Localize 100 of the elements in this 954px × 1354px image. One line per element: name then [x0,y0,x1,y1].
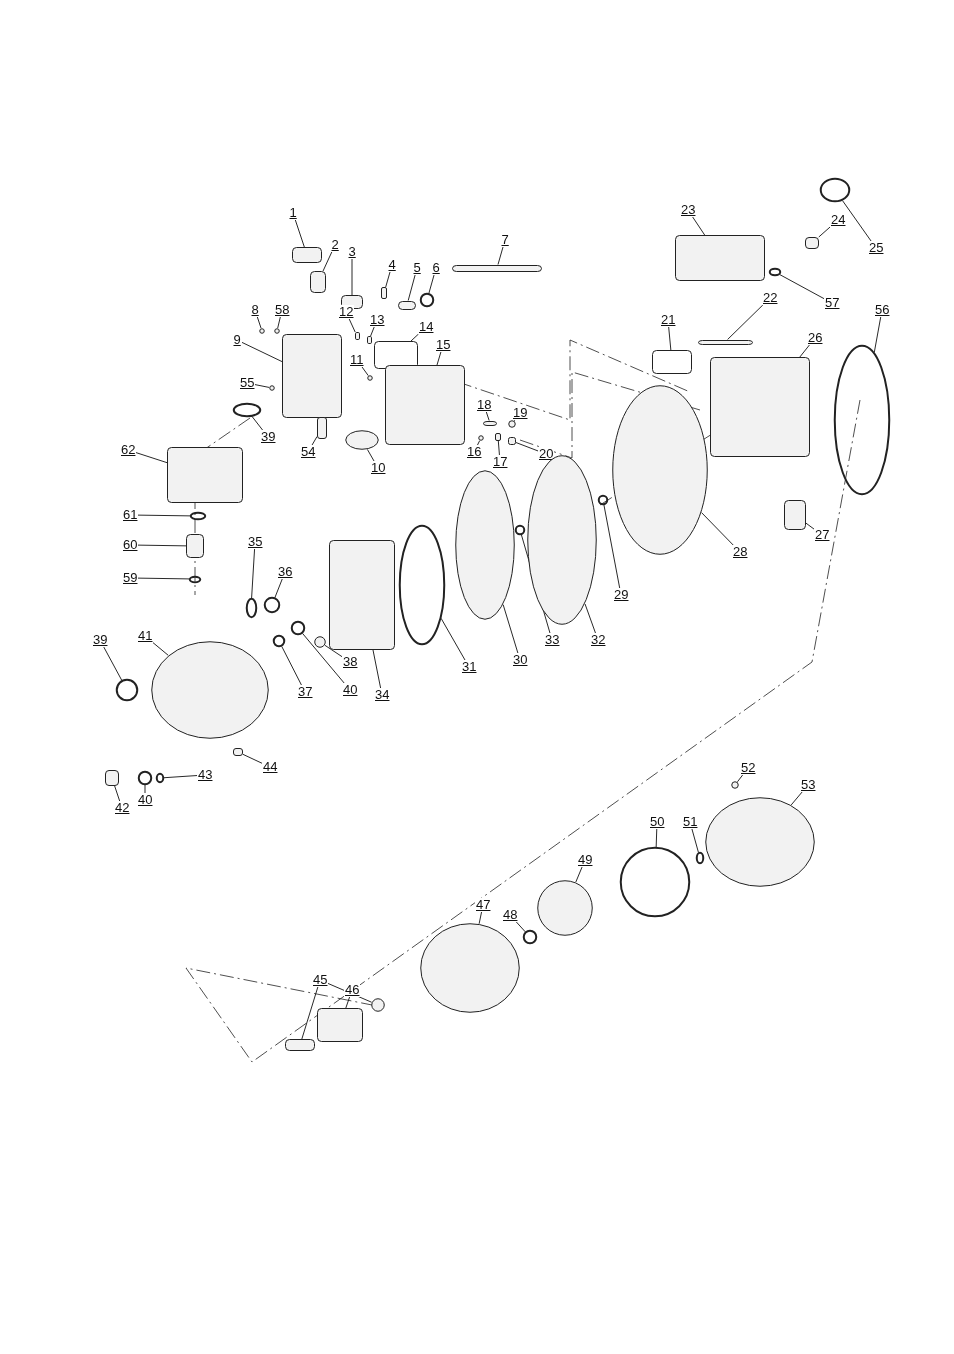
callout-number: 57 [824,296,841,310]
end-shield-drawing [537,880,593,936]
screw-drawing [259,328,265,334]
callout-number: 14 [418,320,435,334]
callout-number: 56 [874,303,891,317]
leader-line [478,911,482,925]
callout-number: 16 [466,445,483,459]
callout-number: 53 [800,778,817,792]
leader-line [345,996,351,1009]
callout-number: 24 [830,213,847,227]
leader-line [137,544,187,547]
terminal-box-drawing [385,365,465,445]
callout-number: 7 [500,233,510,247]
leader-line [348,318,356,333]
wire-connector-drawing [317,417,327,439]
terminal-box-cover-drawing [282,334,342,418]
nut-drawing [508,420,516,428]
washer-drawing [769,268,781,276]
callout-number: 52 [740,761,757,775]
motor-foot-drawing [784,500,806,530]
leader-line [274,578,283,598]
callout-number: 6 [431,261,441,275]
leader-line [114,785,121,802]
cover-plate-drawing [292,247,322,263]
callout-number: 28 [732,545,749,559]
screw-drawing [269,385,275,391]
cap-drawing [233,403,261,417]
leader-line [410,333,419,342]
bearing-drawing [371,998,385,1012]
stator-drawing [420,923,520,1013]
leader-line [135,452,168,464]
flange-drawing [612,385,708,555]
callout-number: 51 [682,815,699,829]
callout-number: 61 [122,508,139,522]
callout-number: 41 [137,629,154,643]
leader-line [477,440,481,446]
handle-drawing [675,235,765,281]
leader-line [366,449,375,462]
callout-number: 38 [342,655,359,669]
leader-line [818,226,831,238]
screw-drawing [367,375,373,381]
leader-line [841,200,872,242]
leader-line [144,784,146,794]
leader-line [575,866,583,883]
leader-line [242,753,263,764]
pump-housing-drawing [151,641,269,739]
leader-line [668,326,672,351]
callout-number: 2 [330,238,340,252]
leader-line [515,921,526,933]
leader-line [241,341,283,363]
seal-drawing [598,495,608,505]
callout-number: 40 [137,793,154,807]
leader-line [799,344,810,358]
leader-line [372,649,382,689]
seal-drawing [314,636,326,648]
screw-drawing [354,332,360,340]
leader-line [251,416,263,431]
seal-ring-drawing [138,771,152,785]
callout-number: 5 [412,261,422,275]
callout-number: 11 [349,353,365,367]
leader-line [873,316,882,353]
leader-line [692,216,706,236]
bolt-drawing [697,339,753,345]
callout-number: 29 [613,588,630,602]
washer-drawing [190,512,206,520]
seal-ring-drawing [156,773,164,783]
leader-line [324,644,343,658]
callout-number: 40 [342,683,359,697]
leader-line [137,514,191,517]
screw-drawing [381,287,387,299]
callout-number: 39 [260,430,277,444]
bolt-drawing [398,300,416,310]
callout-number: 60 [122,538,139,552]
leader-line [407,274,416,301]
callout-number: 4 [387,258,397,272]
callout-number: 20 [538,447,555,461]
leader-line [322,251,333,272]
diffuser-drawing [329,540,395,650]
screw-drawing [274,328,280,334]
callout-number: 39 [92,633,109,647]
callout-number: 48 [502,908,519,922]
leader-line [440,617,466,661]
leader-line [515,442,539,452]
callout-number: 34 [374,688,391,702]
callout-number: 17 [492,455,509,469]
leader-line [513,419,516,422]
leader-line [736,774,744,783]
callout-number: 49 [577,853,594,867]
nut-drawing [420,293,434,307]
leader-line [137,577,190,580]
o-ring-drawing [264,597,280,613]
seal-ring-drawing [273,635,285,647]
callout-number: 44 [262,760,279,774]
leader-line [351,258,353,296]
callout-number: 42 [114,801,131,815]
callout-number: 10 [370,461,387,475]
leader-line [251,548,256,599]
callout-number: 45 [312,973,329,987]
callout-number: 15 [435,338,452,352]
callout-number: 32 [590,633,607,647]
